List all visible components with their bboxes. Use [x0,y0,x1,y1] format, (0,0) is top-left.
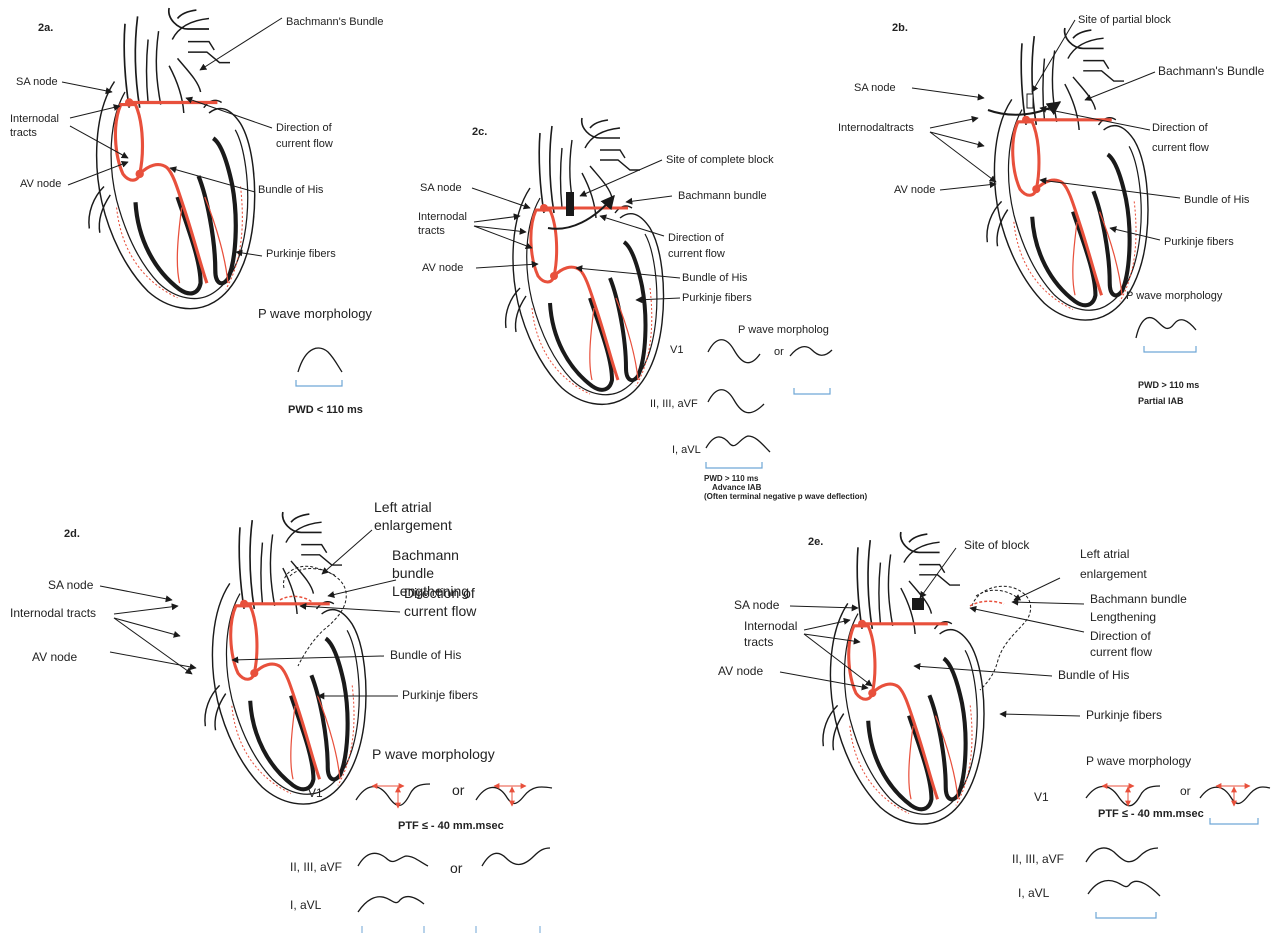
direction-current-flow-label-2b: Direction of current flow [1152,118,1232,158]
av-node-label-2e: AV node [718,664,763,678]
site-of-block-label: Site of block [964,538,1029,552]
left-atrial-enlargement-label-2d: Left atrial enlargement [374,498,484,534]
bundle-of-his-label-2e: Bundle of His [1058,668,1129,682]
panel-2e-tag: 2e. [808,536,823,548]
heart-2a [89,8,255,309]
terminal-negative-note: (Often terminal negative p wave deflecti… [704,492,867,501]
partial-iab-label: Partial IAB [1138,396,1184,406]
panel-2b [912,20,1196,352]
lead-v1-label-2d: V1 [308,786,323,800]
lead-lateral-label-2c: I, aVL [672,444,701,456]
panel-2b-tag: 2b. [892,22,908,34]
p-wave-morphology-label-2e: P wave morphology [1086,754,1191,768]
pwd-label-2a: PWD < 110 ms [288,404,363,416]
internodal-tracts-label-2e: Internodal tracts [744,618,804,650]
purkinje-fibers-label-2c: Purkinje fibers [682,292,752,304]
pwd-label-2b: PWD > 110 ms [1138,380,1199,390]
panel-2c [472,118,832,468]
internodal-tracts-label-2c: Internodal tracts [418,210,476,238]
lead-inferior-label-2c: II, III, aVF [650,398,698,410]
direction-current-flow-label-2d: Direction of current flow [404,584,514,620]
or-label-2e: or [1180,784,1191,798]
internodal-tracts-label-2a: Internodal tracts [10,112,70,140]
bachmann-lengthening-label-2e: Bachmann bundle Lengthening [1090,590,1210,626]
heart-2c [506,118,664,404]
direction-current-flow-label-2e: Direction of current flow [1090,628,1180,660]
bundle-of-his-label-2c: Bundle of His [682,272,747,284]
sa-node-label-2c: SA node [420,182,462,194]
site-partial-block-label: Site of partial block [1078,14,1171,26]
lead-lateral-label-2e: I, aVL [1018,886,1049,900]
heart-2b [987,28,1148,320]
ptf-label-2d: PTF ≤ - 40 mm.msec [398,820,504,832]
direction-current-flow-label-2a: Direction of current flow [276,120,366,152]
left-atrial-enlargement-label-2e: Left atrial enlargement [1080,544,1160,584]
lead-inferior-label-2e: II, III, aVF [1012,852,1064,866]
p-wave-morphology-label-2a: P wave morphology [258,306,372,321]
panel-2a-tag: 2a. [38,22,53,34]
av-node-label-2d: AV node [32,650,77,664]
av-node-label-2a: AV node [20,178,61,190]
bachmann-bundle-label-2b: Bachmann's Bundle [1158,64,1264,78]
purkinje-fibers-label-2a: Purkinje fibers [266,248,336,260]
panel-2a [62,8,342,386]
heart-2e [823,532,984,824]
or-label-2-2d: or [450,860,462,876]
sa-node-label-2d: SA node [48,578,93,592]
panel-2c-tag: 2c. [472,126,487,138]
bundle-of-his-label-2d: Bundle of His [390,648,461,662]
purkinje-fibers-label-2d: Purkinje fibers [402,688,478,702]
lead-inferior-label-2d: II, III, aVF [290,860,342,874]
or-label-2c: or [774,346,784,358]
lead-lateral-label-2d: I, aVL [290,898,321,912]
p-wave-morphology-label-2b: P wave morphology [1126,290,1222,302]
purkinje-fibers-label-2b: Purkinje fibers [1164,236,1234,248]
lead-v1-label-2c: V1 [670,344,683,356]
p-wave-morphology-label-2c: P wave morpholog [738,324,829,336]
bundle-of-his-label-2b: Bundle of His [1184,194,1249,206]
panel-2d-tag: 2d. [64,528,80,540]
p-wave-morphology-label-2d: P wave morphology [372,746,495,762]
bachmann-bundle-label-2a: Bachmann's Bundle [286,16,384,28]
bundle-of-his-label-2a: Bundle of His [258,184,323,196]
advance-iab-label: Advance IAB [712,483,761,492]
pwd-label-2c: PWD > 110 ms [704,474,758,483]
or-label-2d: or [452,782,464,798]
lead-v1-label-2e: V1 [1034,790,1049,804]
heart-2d [205,512,366,804]
av-node-label-2b: AV node [894,184,935,196]
sa-node-label-2b: SA node [854,82,896,94]
purkinje-fibers-label-2e: Purkinje fibers [1086,708,1162,722]
site-complete-block-label: Site of complete block [666,154,774,166]
sa-node-label-2a: SA node [16,76,58,88]
direction-current-flow-label-2c: Direction of current flow [668,230,748,262]
ptf-label-2e: PTF ≤ - 40 mm.msec [1098,808,1204,820]
sa-node-label-2e: SA node [734,598,779,612]
internodal-tracts-label-2b: Internodaltracts [838,122,914,134]
bachmann-bundle-label-2c: Bachmann bundle [678,190,767,202]
av-node-label-2c: AV node [422,262,463,274]
internodal-tracts-label-2d: Internodal tracts [10,606,96,620]
